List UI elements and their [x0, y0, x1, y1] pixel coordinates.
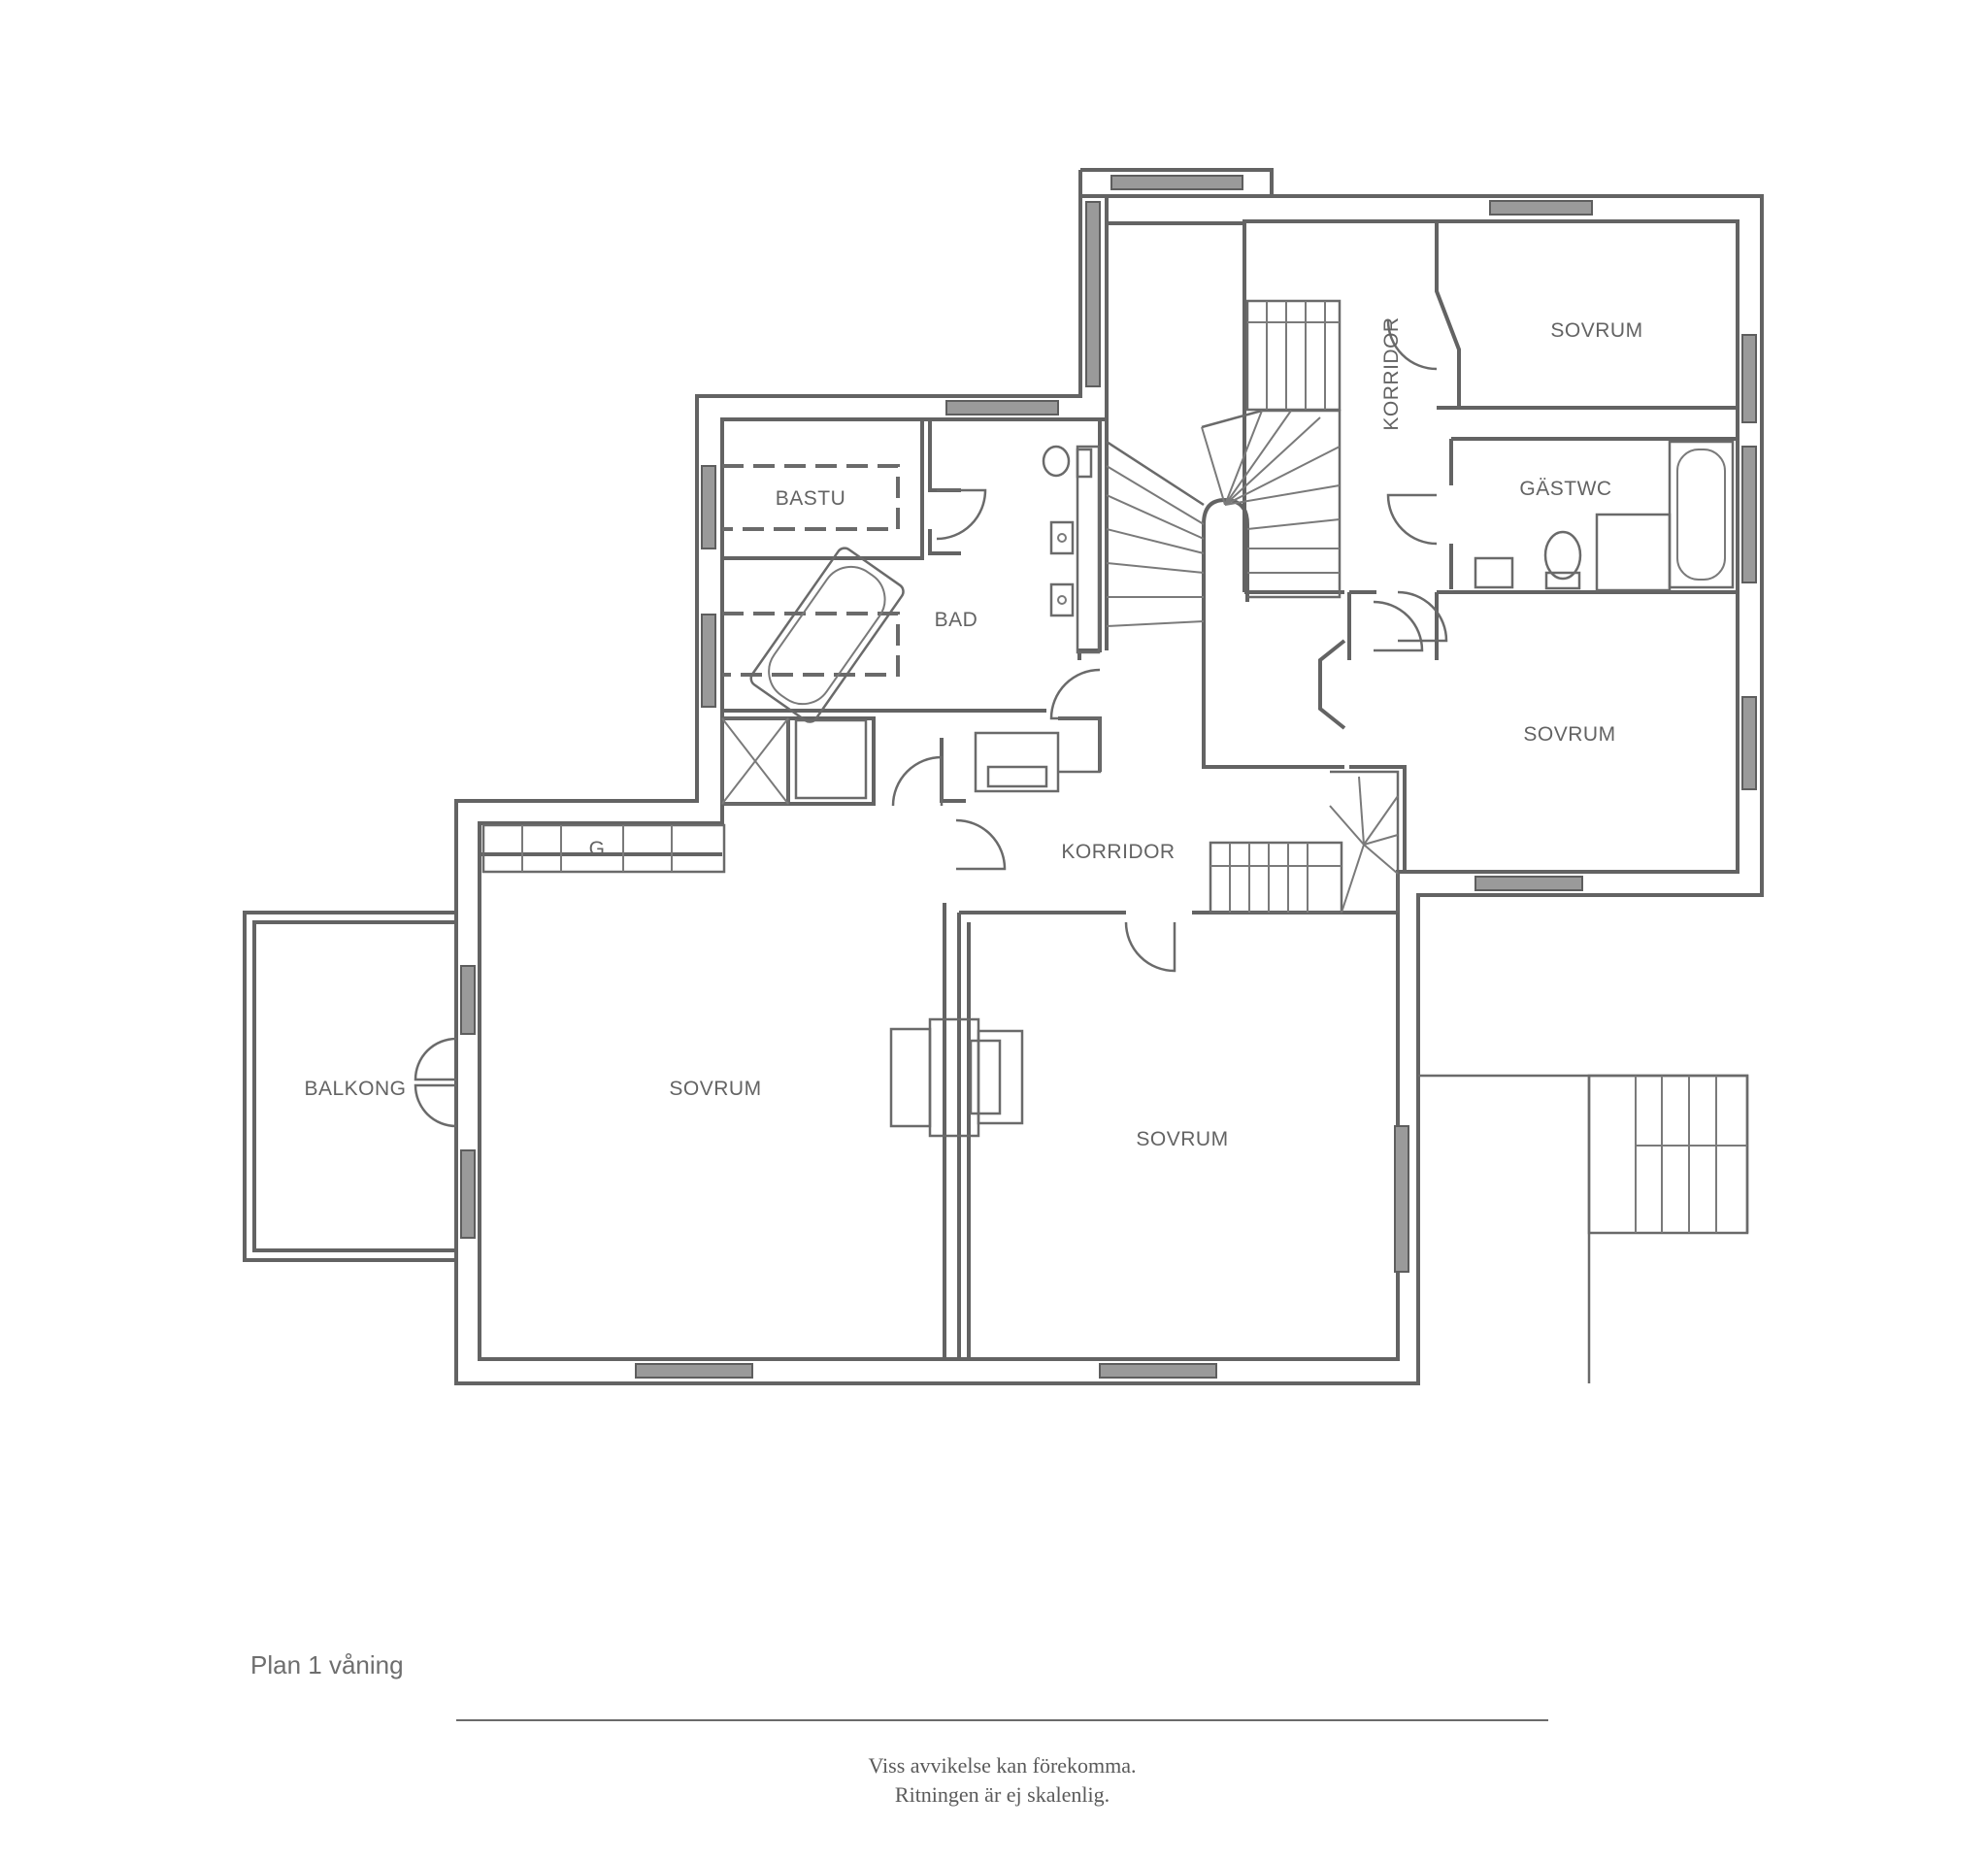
window [635, 1363, 753, 1379]
room-label-g: G [589, 838, 606, 860]
room-label-bastu: BASTU [776, 487, 846, 510]
fireplace [889, 1017, 1024, 1138]
window [1741, 696, 1757, 790]
sauna-benches [722, 464, 900, 677]
balcony [243, 911, 456, 1262]
exterior-stair [1418, 1074, 1749, 1383]
disclaimer-line-1: Viss avvikelse kan förekomma. [868, 1753, 1137, 1778]
room-label-sovrum-mid-right: SOVRUM [1523, 723, 1615, 746]
room-label-gastwc: GÄSTWC [1519, 478, 1611, 500]
room-label-korridor-upper: KORRIDOR [1380, 316, 1403, 430]
room-label-bad: BAD [935, 609, 978, 631]
gastwc-fixtures [1474, 440, 1735, 592]
window [1489, 200, 1593, 216]
window [1741, 334, 1757, 423]
divider-line [456, 1719, 1548, 1721]
bad-fixtures [974, 445, 1102, 793]
window [701, 614, 716, 708]
room-label-korridor-center: KORRIDOR [1061, 841, 1175, 863]
room-label-sovrum-top-right: SOVRUM [1550, 319, 1642, 342]
window [1394, 1125, 1409, 1273]
window [1741, 446, 1757, 583]
window [1099, 1363, 1217, 1379]
shower [720, 716, 868, 806]
window [1110, 175, 1243, 190]
disclaimer-line-2: Ritningen är ej skalenlig. [894, 1782, 1110, 1807]
lower-staircase [1209, 770, 1400, 914]
window [1474, 876, 1583, 891]
bathtub [749, 547, 905, 723]
main-staircase [1106, 299, 1342, 627]
windows [460, 175, 1757, 1379]
window [460, 965, 476, 1035]
room-label-sovrum-center: SOVRUM [1136, 1128, 1228, 1150]
room-label-sovrum-left: SOVRUM [669, 1078, 761, 1100]
window [460, 1149, 476, 1239]
room-label-balkong: BALKONG [304, 1078, 406, 1100]
exterior-walls [454, 168, 1764, 1385]
plan-title: Plan 1 våning [250, 1650, 404, 1679]
wardrobe-row [481, 823, 726, 874]
doors [414, 319, 1448, 1128]
room-labels: BASTU BAD KORRIDOR SOVRUM GÄSTWC SOVRUM … [304, 316, 1642, 1150]
disclaimer: Viss avvikelse kan förekomma. Ritningen … [456, 1751, 1548, 1810]
window [945, 400, 1059, 416]
window [701, 465, 716, 549]
window [1085, 201, 1101, 387]
